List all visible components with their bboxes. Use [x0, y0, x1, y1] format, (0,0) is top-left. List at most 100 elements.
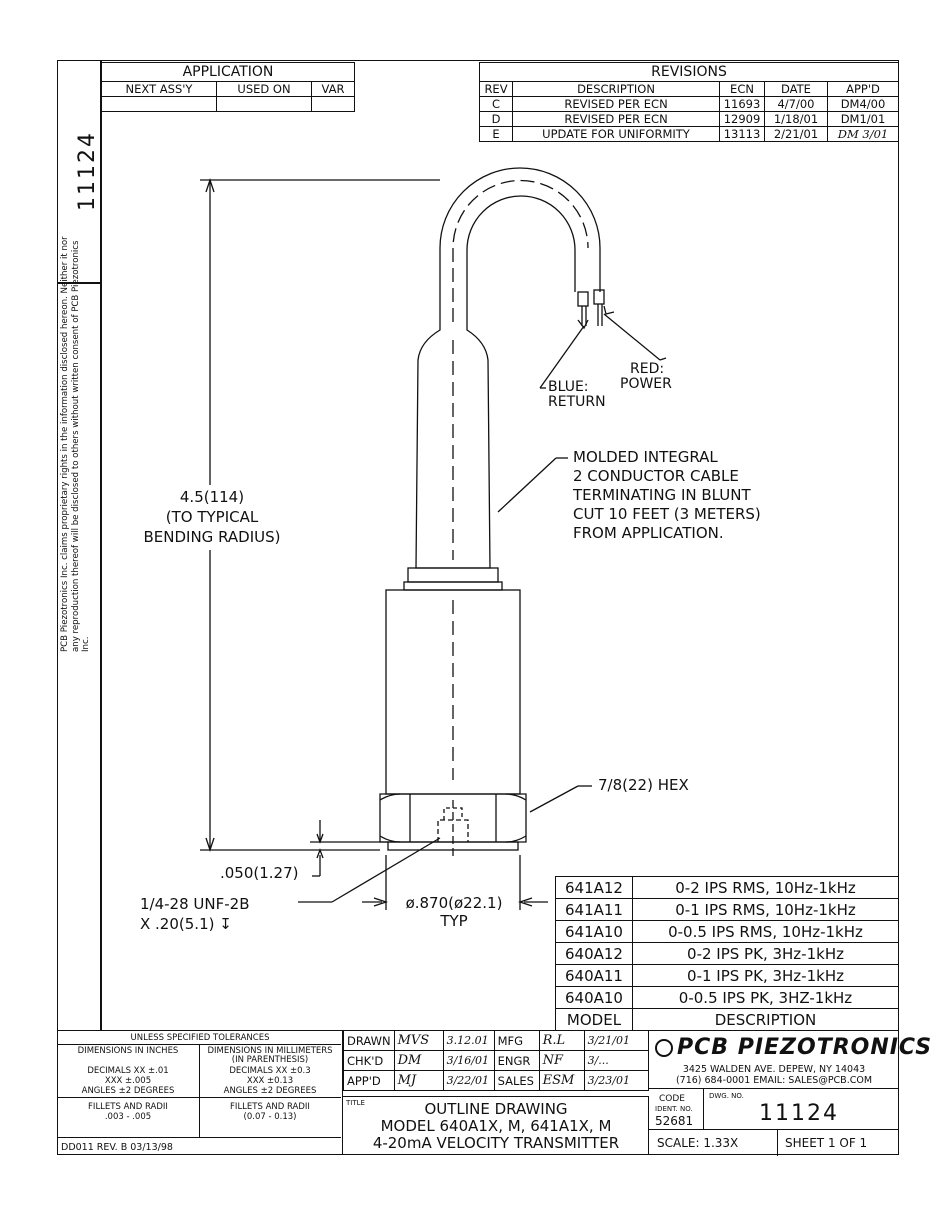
cable-line: TERMINATING IN BLUNT — [573, 486, 751, 504]
rev-cell: 11693 — [719, 96, 765, 112]
side-strip-divider — [100, 60, 102, 1030]
tolerances-title: UNLESS SPECIFIED TOLERANCES — [130, 1033, 270, 1043]
rev-cell: 12909 — [719, 111, 765, 127]
side-strip-divider-h — [57, 282, 101, 284]
fillets-mm-val: (0.07 - 0.13) — [243, 1112, 297, 1122]
title-label: TITLE — [346, 1099, 365, 1107]
model-cell: 640A10 — [555, 986, 633, 1009]
drawn-date: 3.12.01 — [442, 1030, 495, 1051]
rev-header: ECN — [719, 81, 765, 97]
inch-xxx: XXX ±.005 — [104, 1076, 152, 1086]
mm-angles: ANGLES ±2 DEGREES — [223, 1086, 317, 1096]
company-contact: (716) 684-0001 EMAIL: SALES@PCB.COM — [675, 1075, 873, 1086]
app-header-var: VAR — [311, 81, 355, 97]
cable-line: CUT 10 FEET (3 METERS) — [573, 505, 761, 523]
rev-header: REV — [479, 81, 513, 97]
cable-outer — [439, 167, 601, 322]
dwg-number: 11124 — [759, 1101, 839, 1126]
logo-circle-icon — [655, 1039, 673, 1057]
mm-header-sub: (IN PARENTHESIS) — [231, 1055, 309, 1065]
app-header-used: USED ON — [216, 81, 312, 97]
doc-reference: DD011 REV. B 03/13/98 — [61, 1142, 173, 1153]
cable-inner — [466, 195, 576, 322]
model-header: MODEL — [555, 1008, 633, 1031]
drawn-signature: MVS — [393, 1030, 444, 1051]
company-name: PCB PIEZOTRONICS — [677, 1035, 933, 1060]
rev-header: DESCRIPTION — [512, 81, 720, 97]
rev-cell: UPDATE FOR UNIFORMITY — [512, 126, 720, 142]
fillets-mm: FILLETS AND RADII — [230, 1102, 310, 1112]
hex-callout: 7/8(22) HEX — [598, 776, 689, 794]
engr-date: 3/... — [583, 1050, 650, 1071]
app-cell — [311, 96, 355, 112]
engr-signature: NF — [538, 1050, 585, 1071]
title-line-3: 4-20mA VELOCITY TRANSMITTER — [372, 1134, 620, 1152]
mm-decimals: DECIMALS XX ±0.3 — [229, 1066, 311, 1076]
sheet-value: SHEET 1 OF 1 — [785, 1136, 868, 1150]
red-label: RED: — [630, 361, 665, 377]
scale-value: SCALE: 1.33X — [657, 1136, 739, 1150]
pcb-logo: PCB PIEZOTRONICS — [655, 1037, 932, 1059]
mm-xxx: XXX ±0.13 — [246, 1076, 294, 1086]
wire-end-red — [593, 289, 605, 305]
model-cell: 640A12 — [555, 942, 633, 965]
hex — [379, 793, 527, 843]
appd-label: APP'D — [343, 1070, 395, 1091]
inch-decimals: DECIMALS XX ±.01 — [87, 1066, 169, 1076]
inch-angles: ANGLES ±2 DEGREES — [81, 1086, 175, 1096]
diameter-note: TYP — [440, 912, 468, 930]
base-gap-dimension: .050(1.27) — [220, 864, 299, 882]
application-table: APPLICATION NEXT ASS'Y USED ON VAR — [101, 62, 355, 112]
tolerances-block: UNLESS SPECIFIED TOLERANCES DIMENSIONS I… — [57, 1030, 343, 1155]
ident-label: IDENT. NO. — [655, 1105, 693, 1113]
power-label: POWER — [620, 376, 672, 392]
mfg-label: MFG — [493, 1030, 540, 1051]
cable-line: MOLDED INTEGRAL — [573, 448, 718, 466]
chkd-label: CHK'D — [343, 1050, 395, 1071]
model-cell: 641A12 — [555, 876, 633, 899]
rev-cell: 1/18/01 — [764, 111, 828, 127]
app-header-next: NEXT ASS'Y — [101, 81, 217, 97]
model-cell: 641A11 — [555, 898, 633, 921]
desc-cell: 0-2 IPS RMS, 10Hz-1kHz — [632, 876, 899, 899]
inches-header: DIMENSIONS IN INCHES — [77, 1046, 179, 1056]
fillets-in: FILLETS AND RADII — [88, 1102, 168, 1112]
thread-callout: 1/4-28 UNF-2B X .20(5.1) ↧ — [140, 894, 249, 934]
company-block: PCB PIEZOTRONICS 3425 WALDEN AVE. DEPEW,… — [649, 1030, 931, 1096]
desc-cell: 0-2 IPS PK, 3Hz-1kHz — [632, 942, 899, 965]
engr-label: ENGR — [493, 1050, 540, 1071]
rev-cell: DM 3/01 — [827, 126, 899, 142]
cable-callout: MOLDED INTEGRAL 2 CONDUCTOR CABLE TERMIN… — [573, 448, 761, 543]
appd-signature: MJ — [393, 1070, 444, 1091]
title-block: TITLE OUTLINE DRAWING MODEL 640A1X, M, 6… — [343, 1096, 649, 1155]
drawn-label: DRAWN — [343, 1030, 395, 1051]
code-block: CODE IDENT. NO. 52681 DWG. NO. 11124 SCA… — [649, 1088, 899, 1156]
wire-end-blue — [577, 291, 589, 307]
appd-date: 3/22/01 — [442, 1070, 495, 1091]
dwg-label: DWG. NO. — [709, 1092, 744, 1100]
sales-label: SALES — [493, 1070, 540, 1091]
mm-header: DIMENSIONS IN MILLIMETERS — [207, 1046, 333, 1056]
sales-date: 3/23/01 — [583, 1070, 650, 1091]
signoff-table: DRAWN MVS 3.12.01 MFG R.L 3/21/01 CHK'D … — [343, 1030, 650, 1091]
cable-line: FROM APPLICATION. — [573, 524, 724, 542]
rev-cell: DM4/00 — [827, 96, 899, 112]
height-note: BENDING RADIUS) — [143, 528, 281, 546]
revisions-table: REVISIONS REV DESCRIPTION ECN DATE APP'D… — [479, 62, 899, 142]
title-line-2: MODEL 640A1X, M, 641A1X, M — [380, 1117, 612, 1135]
title-line-1: OUTLINE DRAWING — [424, 1100, 568, 1118]
desc-cell: 0-0.5 IPS PK, 3HZ-1kHz — [632, 986, 899, 1009]
height-value: 4.5(114) — [179, 488, 245, 506]
company-address: 3425 WALDEN AVE. DEPEW, NY 14043 — [682, 1064, 866, 1075]
desc-cell: 0-0.5 IPS RMS, 10Hz-1kHz — [632, 920, 899, 943]
rev-cell: 2/21/01 — [764, 126, 828, 142]
diameter-value: ø.870(ø22.1) — [405, 894, 503, 912]
desc-cell: 0-1 IPS RMS, 10Hz-1kHz — [632, 898, 899, 921]
model-cell: 640A11 — [555, 964, 633, 987]
